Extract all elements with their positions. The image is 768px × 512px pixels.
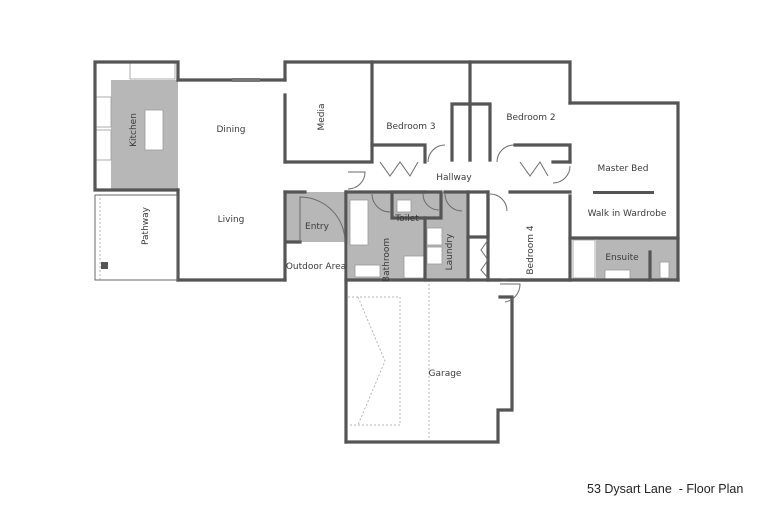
room-label-bedroom2: Bedroom 2 <box>506 113 555 123</box>
bedroom4-robe-doors-icon <box>480 239 489 279</box>
toilet-door-icon <box>422 193 440 211</box>
bathroom-door-icon <box>371 193 391 213</box>
room-label-entry: Entry <box>305 222 330 232</box>
pathway-outline <box>94 194 178 281</box>
kitchen-sink <box>95 96 112 128</box>
toilet-pan <box>396 199 412 213</box>
laundry-door-icon <box>444 193 463 212</box>
bedroom2-door-icon <box>496 144 515 163</box>
kitchen-floor <box>111 80 178 190</box>
kitchen-cooktop <box>95 129 112 161</box>
floor-plan-title: 53 Dysart Lane - Floor Plan <box>587 482 744 496</box>
vanity <box>354 264 381 278</box>
bath-tub <box>349 199 369 246</box>
entry-door-icon <box>299 196 346 243</box>
bedroom2-robe-doors-icon <box>519 161 549 177</box>
room-label-walk-in-wardrobe: Walk in Wardrobe <box>588 209 667 219</box>
garage-door-icon <box>500 283 521 303</box>
entry-floor <box>286 192 346 242</box>
room-label-kitchen: Kitchen <box>129 113 139 147</box>
doors <box>232 78 571 303</box>
room-label-hallway: Hallway <box>436 173 472 183</box>
ensuite-shower <box>572 239 596 279</box>
room-label-master-bed: Master Bed <box>597 164 648 174</box>
kitchen-island <box>144 109 164 151</box>
room-label-toilet: Toilet <box>394 214 419 224</box>
ensuite-vanity <box>604 269 631 280</box>
room-label-bedroom3: Bedroom 3 <box>386 122 435 132</box>
room-label-garage: Garage <box>429 369 462 379</box>
room-label-ensuite: Ensuite <box>605 253 639 263</box>
laundry-tub <box>426 227 443 246</box>
master-door-icon <box>552 165 571 184</box>
bedroom4-door-icon <box>489 193 508 212</box>
kitchen-bench-top <box>129 61 176 80</box>
room-label-bedroom4: Bedroom 4 <box>526 225 536 275</box>
room-label-laundry: Laundry <box>445 233 455 270</box>
room-labels: Kitchen Dining Living Pathway Media Bedr… <box>129 103 667 379</box>
bedroom3-robe-doors-icon <box>379 161 419 177</box>
room-label-living: Living <box>218 215 245 225</box>
room-label-dining: Dining <box>216 125 245 135</box>
walls <box>93 60 680 444</box>
hall-door-icon <box>347 171 366 190</box>
room-label-media: Media <box>317 103 327 130</box>
bathroom-vanity-2 <box>403 255 427 279</box>
wardrobe-divider <box>593 191 654 194</box>
dashed-lines <box>99 195 430 440</box>
ensuite-toilet <box>659 261 670 279</box>
bedroom3-door-icon <box>427 144 446 163</box>
room-label-bathroom: Bathroom <box>382 238 392 282</box>
laundry-machine <box>426 246 443 265</box>
room-label-pathway: Pathway <box>141 206 151 245</box>
room-label-outdoor-area: Outdoor Area <box>286 262 346 272</box>
bbq-square <box>101 262 108 269</box>
sliding-door-dining <box>232 78 260 82</box>
